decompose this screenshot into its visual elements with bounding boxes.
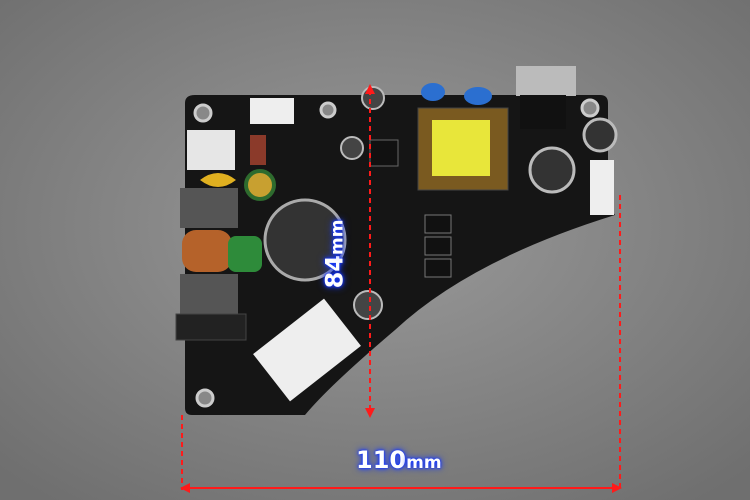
regulator xyxy=(520,95,566,129)
mounting-holes xyxy=(193,98,600,408)
width-value: 110 xyxy=(356,446,407,474)
main-capacitor xyxy=(263,198,347,282)
capacitor-small-2 xyxy=(340,136,364,160)
height-value: 84 xyxy=(320,255,349,289)
capacitor-right-1 xyxy=(528,146,576,194)
capacitor-small-3 xyxy=(353,290,383,320)
yellow-capacitor xyxy=(200,173,236,187)
filter-choke-1 xyxy=(180,188,238,228)
blue-capacitor-2 xyxy=(464,87,492,105)
connector-bottom xyxy=(253,298,361,402)
dimension-arrows xyxy=(180,84,622,493)
fuse xyxy=(250,135,266,165)
capacitor-right-2 xyxy=(582,117,618,153)
inductor-green xyxy=(228,236,262,272)
ic-chip xyxy=(369,139,399,167)
connector-top xyxy=(250,98,294,124)
toroid xyxy=(244,169,276,201)
width-unit: mm xyxy=(406,453,442,473)
dimension-lines xyxy=(181,90,621,490)
inductor-copper xyxy=(182,230,232,272)
power-socket xyxy=(175,313,247,341)
height-unit: mm xyxy=(327,219,348,256)
blue-capacitor-1 xyxy=(421,83,445,101)
label-sticker xyxy=(187,130,235,170)
optocouplers xyxy=(424,214,452,278)
width-dimension-label: 110mm xyxy=(356,446,442,474)
heatsink xyxy=(516,66,576,96)
height-dimension-label: 84mm xyxy=(320,220,348,289)
output-connector xyxy=(590,160,614,215)
filter-choke-2 xyxy=(180,274,238,314)
transformer-coil xyxy=(432,120,490,176)
